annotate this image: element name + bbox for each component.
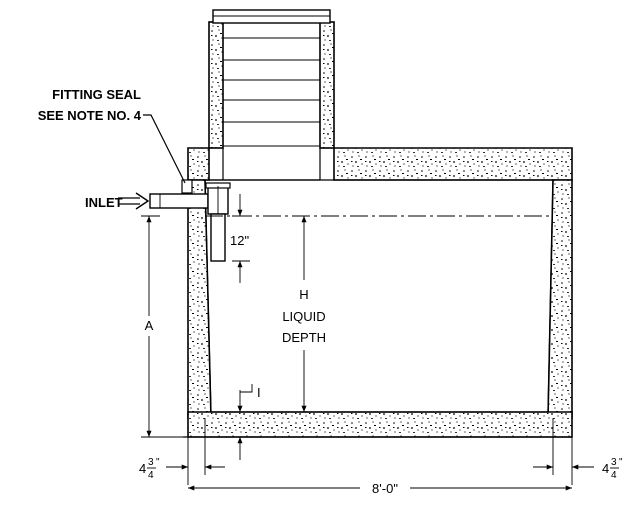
fitting-seal [181, 179, 193, 194]
dimension-i: I [237, 384, 261, 460]
wall-right-whole: 4 [602, 461, 609, 476]
wall-left-den: 4 [148, 470, 154, 481]
depth-label: DEPTH [282, 330, 326, 345]
overall-width-label: 8'-0" [372, 481, 398, 496]
double-arrow-right-icon [118, 192, 150, 210]
tank-floor [187, 411, 573, 438]
dimension-h-liquid-depth: H LIQUID DEPTH [282, 216, 326, 412]
inlet-pipe [149, 193, 209, 209]
i-label: I [257, 385, 261, 400]
wall-right-den: 4 [611, 470, 617, 481]
tank-lid-left [187, 147, 210, 181]
a-label: A [145, 318, 154, 333]
fitting-seal-label: FITTING SEAL [52, 87, 141, 102]
dip-pipe [210, 213, 226, 262]
inlet-label: INLET [85, 195, 123, 210]
liquid-label: LIQUID [282, 309, 325, 324]
riser [208, 9, 335, 149]
inlet-fitting [149, 179, 231, 262]
dimension-12in: 12" [230, 194, 250, 283]
dim-12-label: 12" [230, 233, 249, 248]
tank-section [183, 147, 573, 438]
riser-lid [212, 9, 331, 24]
wall-right-inch: " [619, 457, 623, 468]
fitting-seal-callout: FITTING SEAL SEE NOTE NO. 4 [38, 87, 186, 184]
riser-right-wall [319, 21, 335, 149]
wall-left-whole: 4 [139, 461, 146, 476]
riser-rungs [223, 37, 320, 147]
wall-right-num: 3 [611, 457, 617, 468]
wall-left-inch: " [156, 457, 160, 468]
tank-lid-right [333, 147, 573, 181]
dimension-right-wall: 4 3 4 " [533, 418, 623, 485]
tank-right-wall [547, 179, 573, 419]
see-note-label: SEE NOTE NO. 4 [38, 108, 142, 123]
dimension-a: A [141, 215, 183, 438]
wall-left-num: 3 [148, 457, 154, 468]
dimension-left-wall: 4 3 4 " [139, 418, 225, 485]
dimension-overall-width: 8'-0" [188, 481, 572, 496]
inlet-callout: INLET [85, 192, 150, 210]
riser-left-wall [208, 21, 224, 149]
h-label: H [299, 287, 308, 302]
